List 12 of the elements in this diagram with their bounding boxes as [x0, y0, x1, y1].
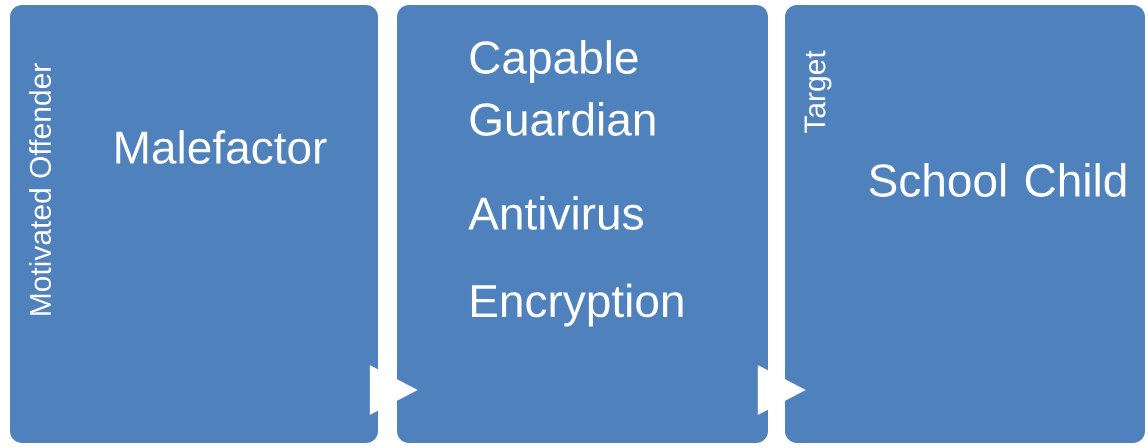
box-text: Antivirus [468, 196, 643, 230]
arrow [757, 365, 806, 415]
arrow [369, 365, 418, 415]
box-text: School Child [869, 163, 1126, 197]
vertical-label: Motivated Offender [29, 63, 52, 315]
vertical-label: Target [804, 50, 832, 133]
box-text: Capable Guardian [470, 40, 655, 136]
process-box [10, 5, 378, 443]
box-text: Encryption [472, 283, 683, 327]
box-text: Malefactor [116, 130, 327, 164]
process-box [397, 5, 768, 443]
process-box [785, 5, 1145, 443]
